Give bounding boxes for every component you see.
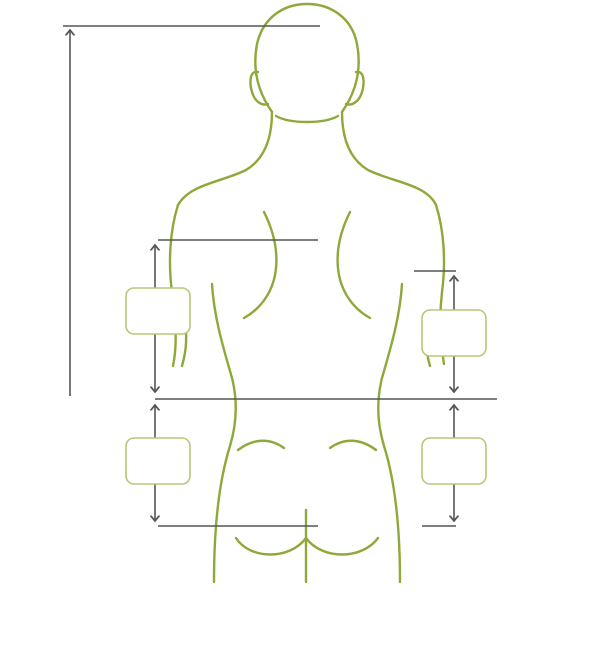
label-box-upper-left[interactable] <box>125 287 191 335</box>
left-neck-shoulder <box>176 110 274 207</box>
head-outline <box>254 2 360 114</box>
label-boxes <box>125 287 487 485</box>
left-arm-outer <box>168 203 180 368</box>
label-box-upper-right[interactable] <box>421 309 487 357</box>
nape-line <box>274 114 340 124</box>
human-figure-back-view <box>168 2 446 584</box>
right-shoulder-blade <box>336 210 372 320</box>
left-torso-side <box>210 282 237 584</box>
left-shoulder-blade <box>242 210 278 320</box>
right-ear <box>344 70 365 106</box>
label-box-lower-left[interactable] <box>125 437 191 485</box>
left-ear <box>249 70 270 106</box>
label-box-lower-right[interactable] <box>421 437 487 485</box>
left-hip-curve <box>236 439 286 452</box>
right-neck-shoulder <box>340 110 438 207</box>
right-torso-side <box>377 282 404 584</box>
right-hip-curve <box>328 439 378 452</box>
